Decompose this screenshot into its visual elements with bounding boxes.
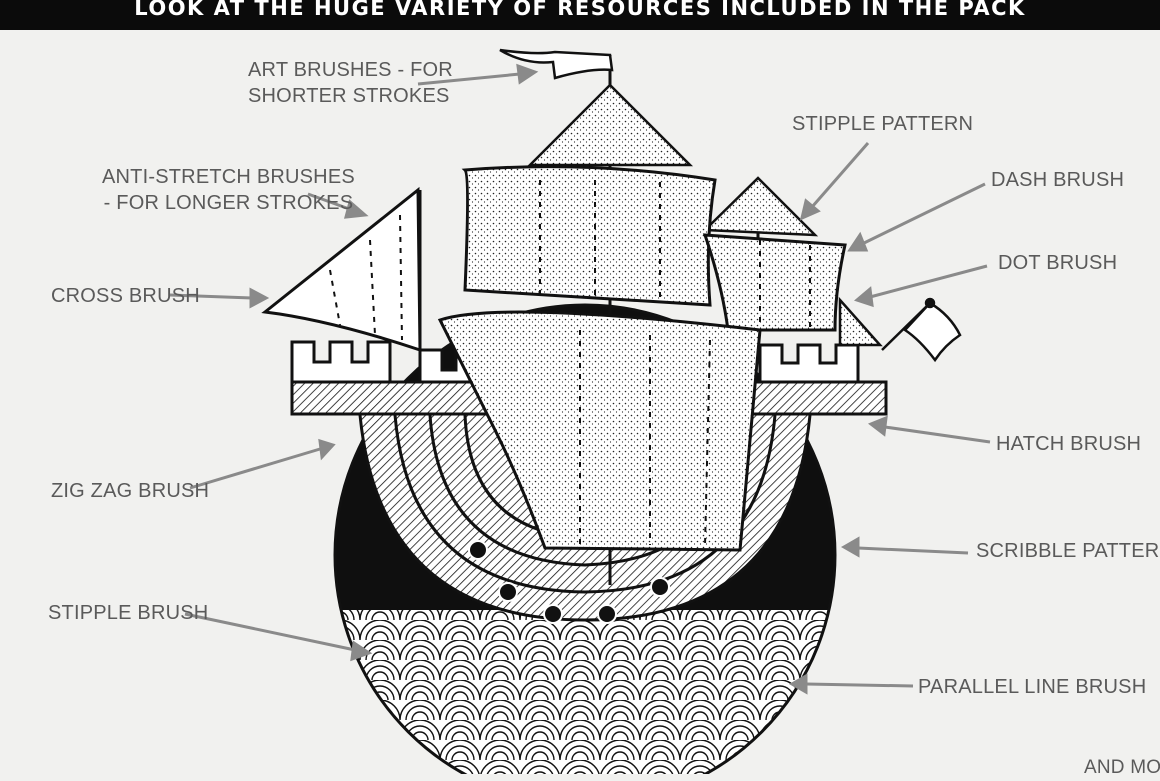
title-banner: LOOK AT THE HUGE VARIETY OF RESOURCES IN… [0,0,1160,30]
label-art-brushes: ART BRUSHES - FOR SHORTER STROKES [248,57,453,109]
label-stipple-pattern: STIPPLE PATTERN [792,113,974,135]
label-dash-brush: DASH BRUSH [991,169,1125,191]
flags [499,48,962,363]
banner-title: LOOK AT THE HUGE VARIETY OF RESOURCES IN… [134,0,1026,20]
label-zig-zag-brush: ZIG ZAG BRUSH [51,480,210,502]
label-art-brushes-line1: ART BRUSHES - FOR [248,59,453,81]
label-dot-brush: DOT BRUSH [998,252,1118,274]
rigging [526,83,883,347]
portholes [468,540,670,624]
label-anti-stretch-line2: - FOR LONGER STROKES [103,192,354,214]
label-parallel-line-brush: PARALLEL LINE BRUSH [918,676,1147,698]
label-scribble-pattern: SCRIBBLE PATTERN [976,540,1160,562]
label-and-more: AND MORE [1084,757,1160,778]
pointer-arrows [169,63,991,695]
label-cross-brush: CROSS BRUSH [51,285,200,307]
sail-stitches [329,180,811,546]
label-stipple-brush: STIPPLE BRUSH [48,602,209,624]
ship-illustration [169,48,991,774]
label-art-brushes-line2: SHORTER STROKES [248,85,450,107]
sails [261,165,847,552]
label-hatch-brush: HATCH BRUSH [996,433,1142,455]
castles [290,340,888,416]
label-anti-stretch-line1: ANTI-STRETCH BRUSHES [102,166,355,188]
label-anti-stretch: ANTI-STRETCH BRUSHES - FOR LONGER STROKE… [102,164,355,216]
